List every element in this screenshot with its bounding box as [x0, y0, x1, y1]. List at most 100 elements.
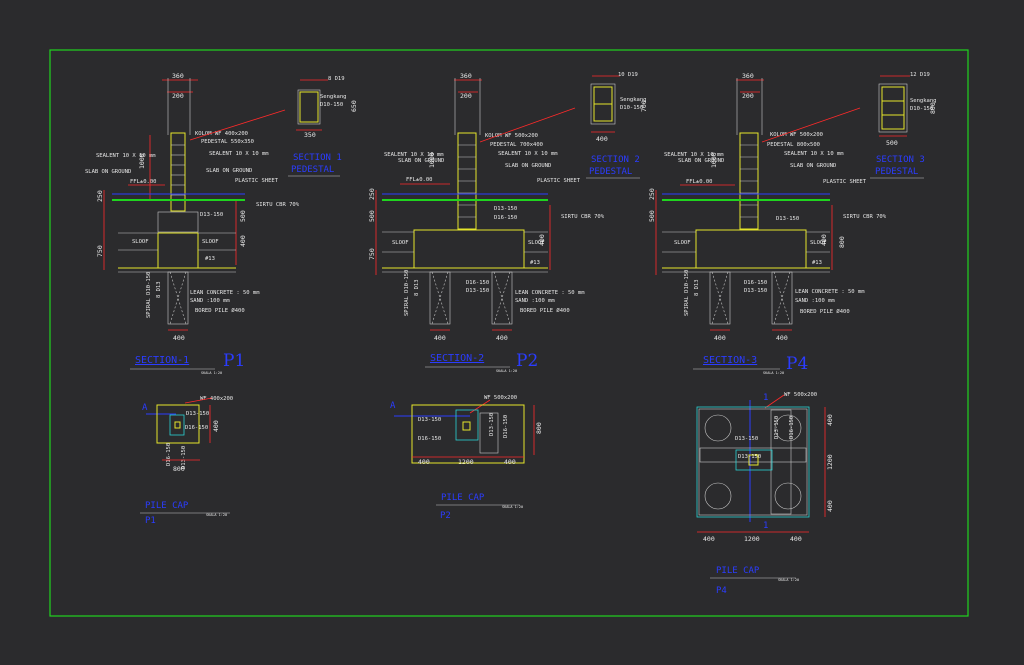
section-1-sealent-left: SEALENT 10 X 10 mm	[96, 153, 156, 159]
section-3-lean: LEAN CONCRETE : 50 mm	[795, 289, 865, 295]
section-1-detail-width: 350	[304, 131, 316, 139]
pile-cap-p4-tag: P4	[716, 586, 727, 596]
pile-cap-p4-title: PILE CAP	[716, 566, 760, 576]
section-2-detail-width: 400	[596, 135, 608, 143]
section-2-dim-400: 400	[538, 234, 546, 246]
section-3-bored: BORED PILE Ø400	[800, 308, 850, 315]
section-3-scale: SKALA 1:20	[763, 371, 784, 375]
section-1-pedestal: PEDESTAL 550x350	[201, 139, 254, 145]
pile-cap-p4-rebar-2: D13-150	[738, 454, 761, 460]
section-1-title: SECTION-1	[135, 355, 189, 366]
section-2-sealent-left: SEALENT 10 X 10 mm	[384, 152, 444, 158]
section-2-rebar-top2: D16-150	[494, 215, 517, 221]
section-3-pile-width-2: 400	[776, 334, 788, 342]
section-1-sirtu: SIRTU CBR 70%	[256, 202, 300, 208]
section-1-scale: SKALA 1:20	[201, 371, 222, 375]
section-1-dim-500: 500	[239, 210, 247, 222]
section-3-col-inner: 200	[742, 92, 754, 100]
section-3-slab-right: SLAB ON GROUND	[790, 163, 836, 169]
pile-cap-p2-cut: A	[390, 401, 396, 411]
section-3-pedestal: PEDESTAL 800x500	[767, 142, 820, 148]
section-1-dim-400: 400	[239, 235, 247, 247]
section-1: 360 200 SEALENT 10 X 10 mm SLAB ON GROUN…	[85, 72, 358, 375]
section-3-col-width: 360	[742, 72, 754, 80]
pile-cap-p2-title: PILE CAP	[441, 493, 485, 503]
pile-cap-p1-cut: A	[142, 403, 148, 413]
pile-cap-p1-scale: SKALA 1:20	[206, 513, 227, 517]
section-1-rebar-top: D13-150	[200, 212, 223, 218]
pile-cap-p4-rebar-1: D13-150	[735, 436, 758, 442]
section-1-detail-title: SECTION 1	[293, 153, 342, 163]
section-2-detail-height: 700	[640, 100, 648, 112]
section-3-kolom: KOLOM WF 500x200	[770, 132, 823, 138]
section-2-rebar-top: D13-150	[494, 206, 517, 212]
pile-cap-p4-scale: SKALA 1:20	[778, 578, 799, 582]
section-2-col-width: 360	[460, 72, 472, 80]
section-3-spiral: SPIRAL D10-150	[684, 270, 690, 316]
pile-cap-p4-cut-bottom: 1	[763, 521, 768, 531]
section-3-ref: #13	[812, 260, 822, 266]
section-3-detail-sengkang: Sengkang	[910, 98, 937, 104]
section-1-ref: #13	[205, 256, 215, 262]
pile-cap-p1-rebar-1: D13-150	[186, 411, 209, 417]
section-3-dim-1000: 1000	[710, 152, 718, 168]
section-3-slab-left: SLAB ON GROUND	[678, 158, 724, 164]
section-2: 360 200 SEALENT 10 X 10 mm SLAB ON GROUN…	[368, 72, 648, 373]
section-3-detail-rebar: D10-150	[910, 106, 933, 112]
pile-cap-p2-scale: SKALA 1:20	[502, 505, 523, 509]
pile-cap-p2-rebar-1: D13-150	[418, 417, 441, 423]
section-3-tag: P4	[786, 354, 808, 374]
section-2-detail-title: SECTION 2	[591, 155, 640, 165]
section-3-dim-800: 800	[838, 236, 846, 248]
section-2-title: SECTION-2	[430, 353, 484, 364]
pile-cap-p4-rebar-3: D13-150	[774, 416, 780, 439]
section-1-bars: 8 D13	[156, 281, 162, 298]
section-3-detail-top: 12 D19	[910, 72, 930, 78]
section-2-plastic: PLASTIC SHEET	[537, 178, 581, 184]
section-3-dim-500: 500	[648, 210, 656, 222]
pile-cap-p4-dim-4: 400	[826, 414, 834, 426]
section-2-sealent-right: SEALENT 10 X 10 mm	[498, 151, 558, 157]
section-2-spiral: SPIRAL D10-150	[404, 270, 410, 316]
section-3-sealent-left: SEALENT 10 X 10 mm	[664, 152, 724, 158]
section-3-dim-250: 250	[648, 188, 656, 200]
pile-cap-p4-wf: WF 500x200	[784, 392, 817, 398]
section-3-bars: 8 D13	[694, 279, 700, 296]
section-3-detail-height: 800	[929, 102, 937, 114]
pile-cap-p1-title: PILE CAP	[145, 501, 189, 511]
section-2-sirtu: SIRTU CBR 70%	[561, 214, 605, 220]
section-1-sloof-right: SLOOF	[202, 239, 219, 245]
section-3-plastic: PLASTIC SHEET	[823, 179, 867, 185]
pile-cap-p2-rebar-2: D16-150	[418, 436, 441, 442]
pile-cap-p1: WF 400x200 A D13-150 D16-150 D16-150 D13…	[140, 396, 233, 526]
section-2-sloof-left: SLOOF	[392, 240, 409, 246]
section-3-ffl: FFL±0.00	[686, 179, 713, 185]
section-3-title: SECTION-3	[703, 355, 757, 366]
section-1-lean: LEAN CONCRETE : 50 mm	[190, 290, 260, 296]
pile-cap-p2-dim-1: 400	[418, 458, 430, 466]
section-2-detail-sengkang: Sengkang	[620, 97, 647, 103]
section-2-rebar-bot2: D13-150	[466, 288, 489, 294]
section-1-detail-subtitle: PEDESTAL	[291, 165, 334, 175]
section-3-sloof-right: SLOOF	[810, 240, 827, 246]
section-2-pile-width: 400	[434, 334, 446, 342]
section-1-col-inner: 200	[172, 92, 184, 100]
section-3-detail-title: SECTION 3	[876, 155, 925, 165]
section-1-sloof-left: SLOOF	[132, 239, 149, 245]
pile-circle	[774, 414, 802, 442]
pile-cap-p4: WF 500x200 1 1 D13-150 D13-150 D13-150 D…	[696, 392, 834, 596]
section-2-detail-subtitle: PEDESTAL	[589, 167, 632, 177]
section-2-tag: P2	[516, 351, 538, 371]
section-1-tag: P1	[223, 351, 245, 371]
pile-cap-p1-tag: P1	[145, 516, 156, 526]
section-3-sloof-left: SLOOF	[674, 240, 691, 246]
section-2-lean: LEAN CONCRETE : 50 mm	[515, 290, 585, 296]
section-2-kolom: KOLOM WF 500x200	[485, 133, 538, 139]
section-1-dim-1000: 1000	[138, 153, 146, 169]
section-1-ffl: FFL±0.00	[130, 179, 157, 185]
section-1-sand: SAND :100 mm	[190, 298, 230, 304]
section-3: 360 200 SEALENT 10 X 10 mm SLAB ON GROUN…	[648, 72, 937, 375]
section-1-detail-rebar: D10-150	[320, 102, 343, 108]
section-2-dim-750: 750	[368, 248, 376, 260]
section-3-rebar-top: D13-150	[776, 216, 799, 222]
